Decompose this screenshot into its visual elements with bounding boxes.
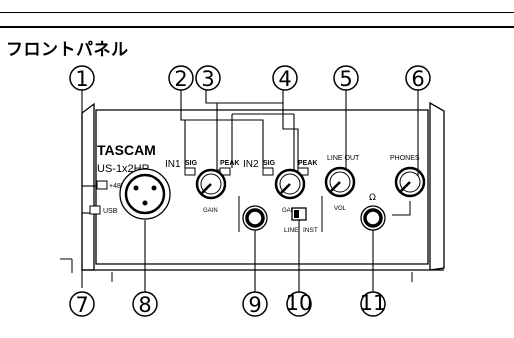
in2-phone-jack[interactable]: [242, 205, 268, 231]
usb-label: USB: [103, 208, 118, 215]
leader-lines: [81, 90, 419, 292]
in2-peak-label: PEAK: [298, 160, 317, 167]
svg-text:2: 2: [174, 67, 187, 91]
in2-sig-led: [262, 167, 274, 176]
in2-label: IN2: [243, 159, 259, 170]
in1-sig-label: SIG: [185, 160, 198, 167]
in2-gain-label: GAIN: [282, 208, 297, 214]
in2-sig-label: SIG: [263, 160, 276, 167]
in1-peak-led: [219, 167, 231, 176]
in1-peak-label: PEAK: [220, 160, 239, 167]
svg-text:10: 10: [286, 291, 313, 315]
callout-3: 3: [195, 65, 221, 91]
svg-text:3: 3: [201, 67, 214, 91]
svg-text:7: 7: [75, 293, 88, 317]
callout-1: 1: [69, 65, 95, 91]
section-rule: [0, 26, 514, 28]
callout-9: 9: [242, 291, 268, 317]
callout-8: 8: [132, 291, 158, 317]
brand-logo: TASCAM: [97, 142, 156, 158]
svg-text:4: 4: [278, 67, 291, 91]
headphone-icon: Ω: [369, 193, 376, 203]
top-rule: [0, 12, 514, 13]
svg-text:5: 5: [339, 67, 352, 91]
svg-text:8: 8: [138, 293, 151, 317]
line-label: LINE: [284, 227, 299, 234]
callout-4: 4: [272, 65, 298, 91]
callout-5: 5: [333, 65, 359, 91]
headphone-jack[interactable]: [360, 205, 386, 231]
callout-10: 10: [286, 291, 313, 317]
callout-7: 7: [69, 291, 95, 317]
section-title: フロントパネル: [6, 40, 129, 60]
line-out-vol-knob[interactable]: [324, 166, 356, 198]
phantom-power-led: [96, 180, 108, 190]
callout-11: 11: [360, 291, 387, 317]
in1-sig-led: [184, 167, 196, 176]
svg-text:9: 9: [248, 293, 261, 317]
phones-level-knob[interactable]: [394, 166, 426, 198]
line-out-label: LINE OUT: [327, 155, 360, 162]
in1-label: IN1: [165, 159, 181, 170]
in1-gain-knob[interactable]: [195, 168, 227, 200]
phones-label: PHONES: [390, 155, 420, 162]
svg-text:6: 6: [411, 67, 424, 91]
svg-text:1: 1: [75, 67, 88, 91]
in2-gain-knob[interactable]: [274, 168, 306, 200]
callout-6: 6: [405, 65, 431, 91]
usb-led: [89, 205, 101, 215]
device-body: [60, 101, 445, 282]
svg-text:11: 11: [360, 291, 387, 315]
xlr-combo-jack[interactable]: [119, 168, 171, 220]
vol-label: VOL: [334, 206, 347, 212]
phantom-power-label: +48V: [109, 183, 126, 190]
line-inst-switch[interactable]: [291, 207, 307, 221]
in1-gain-label: GAIN: [203, 208, 218, 214]
callout-2: 2: [168, 65, 194, 91]
inst-label: INST: [303, 227, 318, 234]
